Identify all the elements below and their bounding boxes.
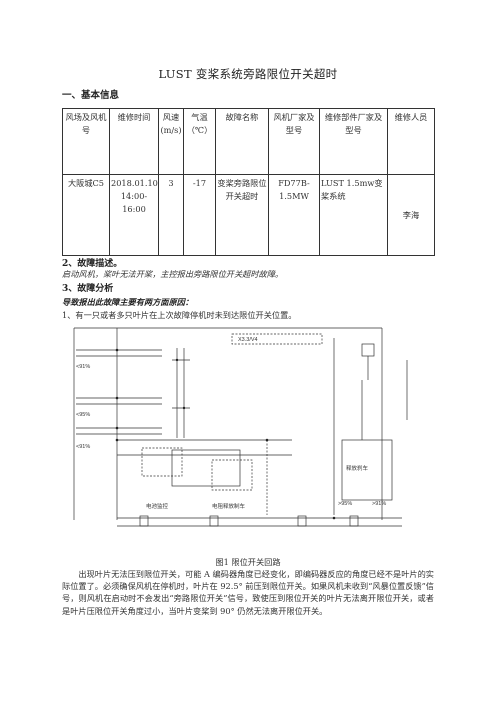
fault-description-text: 启动风机，桨叶无法开桨，主控报出旁路限位开关超时故障。 (62, 269, 284, 279)
table-header-cell: 故障名称 (215, 108, 269, 175)
table-header-cell: 气温（℃） (183, 108, 216, 175)
table-header-cell: 维修部件厂家及型号 (319, 108, 388, 175)
table-header-cell: 维修人员 (387, 108, 435, 175)
section-heading-fault-description: 2、故障描述。 (62, 259, 123, 269)
table-cell: LUST 1.5mw变桨系统 (319, 174, 388, 256)
figure-caption: 图1 限位开关回路 (215, 557, 281, 567)
table-cell: 2018.01.10 14:00-16:00 (109, 174, 159, 256)
table-cell: -17 (183, 174, 216, 256)
section-heading-fault-analysis: 3、故障分析 (62, 284, 114, 294)
diagram-label-battery-monitor: 电池监控 (146, 502, 169, 510)
table-row: 大阪城C5 2018.01.10 14:00-16:00 3 -17 变桨旁路限… (62, 174, 435, 256)
analysis-lead-text: 导致报出此故障主要有两方面原因： (62, 297, 194, 307)
table-cell: FD77B-1.5MW (268, 174, 320, 256)
body-paragraph: 出现叶片无法压到限位开关，可能 A 编码器角度已经变化，即编码器反应的角度已经不… (62, 569, 434, 616)
diagram-label-release-brake: 释放刹车 (346, 464, 369, 472)
section-heading-basic-info: 一、基本信息 (62, 90, 120, 101)
diagram-label-top-box: X3.3/V4 (238, 337, 258, 343)
table-header-cell: 风机厂家及型号 (268, 108, 320, 175)
table-cell: 3 (158, 174, 184, 256)
diagram-label-left-pct-3: <91% (76, 444, 90, 450)
diagram-label-right-pct-2: >91% (372, 501, 386, 507)
table-header-row: 风场及风机号 维修时间 风速(m/s) 气温（℃） 故障名称 风机厂家及型号 维… (62, 108, 435, 175)
table-header-cell: 风场及风机号 (62, 108, 110, 175)
table-cell: 大阪城C5 (62, 174, 110, 256)
table-header-cell: 维修时间 (109, 108, 159, 175)
limit-switch-circuit-diagram: X3.3/V4 <91% <95% <91% >95% >91% 电池监控 电阻… (73, 327, 408, 527)
diagram-label-left-pct-1: <91% (76, 364, 90, 370)
diagram-label-resistor-brake: 电阻释放制车 (212, 502, 246, 510)
info-table: 风场及风机号 维修时间 风速(m/s) 气温（℃） 故障名称 风机厂家及型号 维… (62, 108, 435, 256)
page-title: LUST 变桨系统旁路限位开关超时 (158, 67, 338, 81)
table-cell: 李海 (387, 174, 435, 256)
diagram-label-left-pct-2: <95% (76, 412, 90, 418)
diagram-label-right-pct-1: >95% (338, 501, 352, 507)
table-header-cell: 风速(m/s) (158, 108, 184, 175)
reason-1-text: 1、有一只或者多只叶片在上次故障停机时未到达限位开关位置。 (62, 310, 297, 320)
table-cell: 变桨旁路限位开关超时 (215, 174, 269, 256)
